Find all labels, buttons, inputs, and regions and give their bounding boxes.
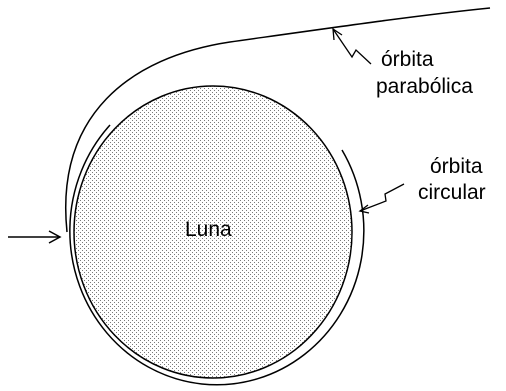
- circular-leader-arrow: [358, 183, 405, 214]
- moon-body: [73, 85, 353, 379]
- parabolic-orbit: [65, 7, 491, 233]
- parabolic-leader-arrow: [332, 27, 372, 65]
- circular-orbit: [69, 124, 365, 386]
- entry-arrow: [8, 230, 62, 244]
- parabolic-orbit-label-line2: parabólica: [376, 75, 473, 98]
- moon-label: Luna: [185, 218, 232, 241]
- circular-orbit-label-line2: circular: [418, 181, 486, 204]
- parabolic-orbit-label-line1: órbita: [381, 48, 434, 71]
- circular-orbit-label-line1: órbita: [430, 155, 483, 178]
